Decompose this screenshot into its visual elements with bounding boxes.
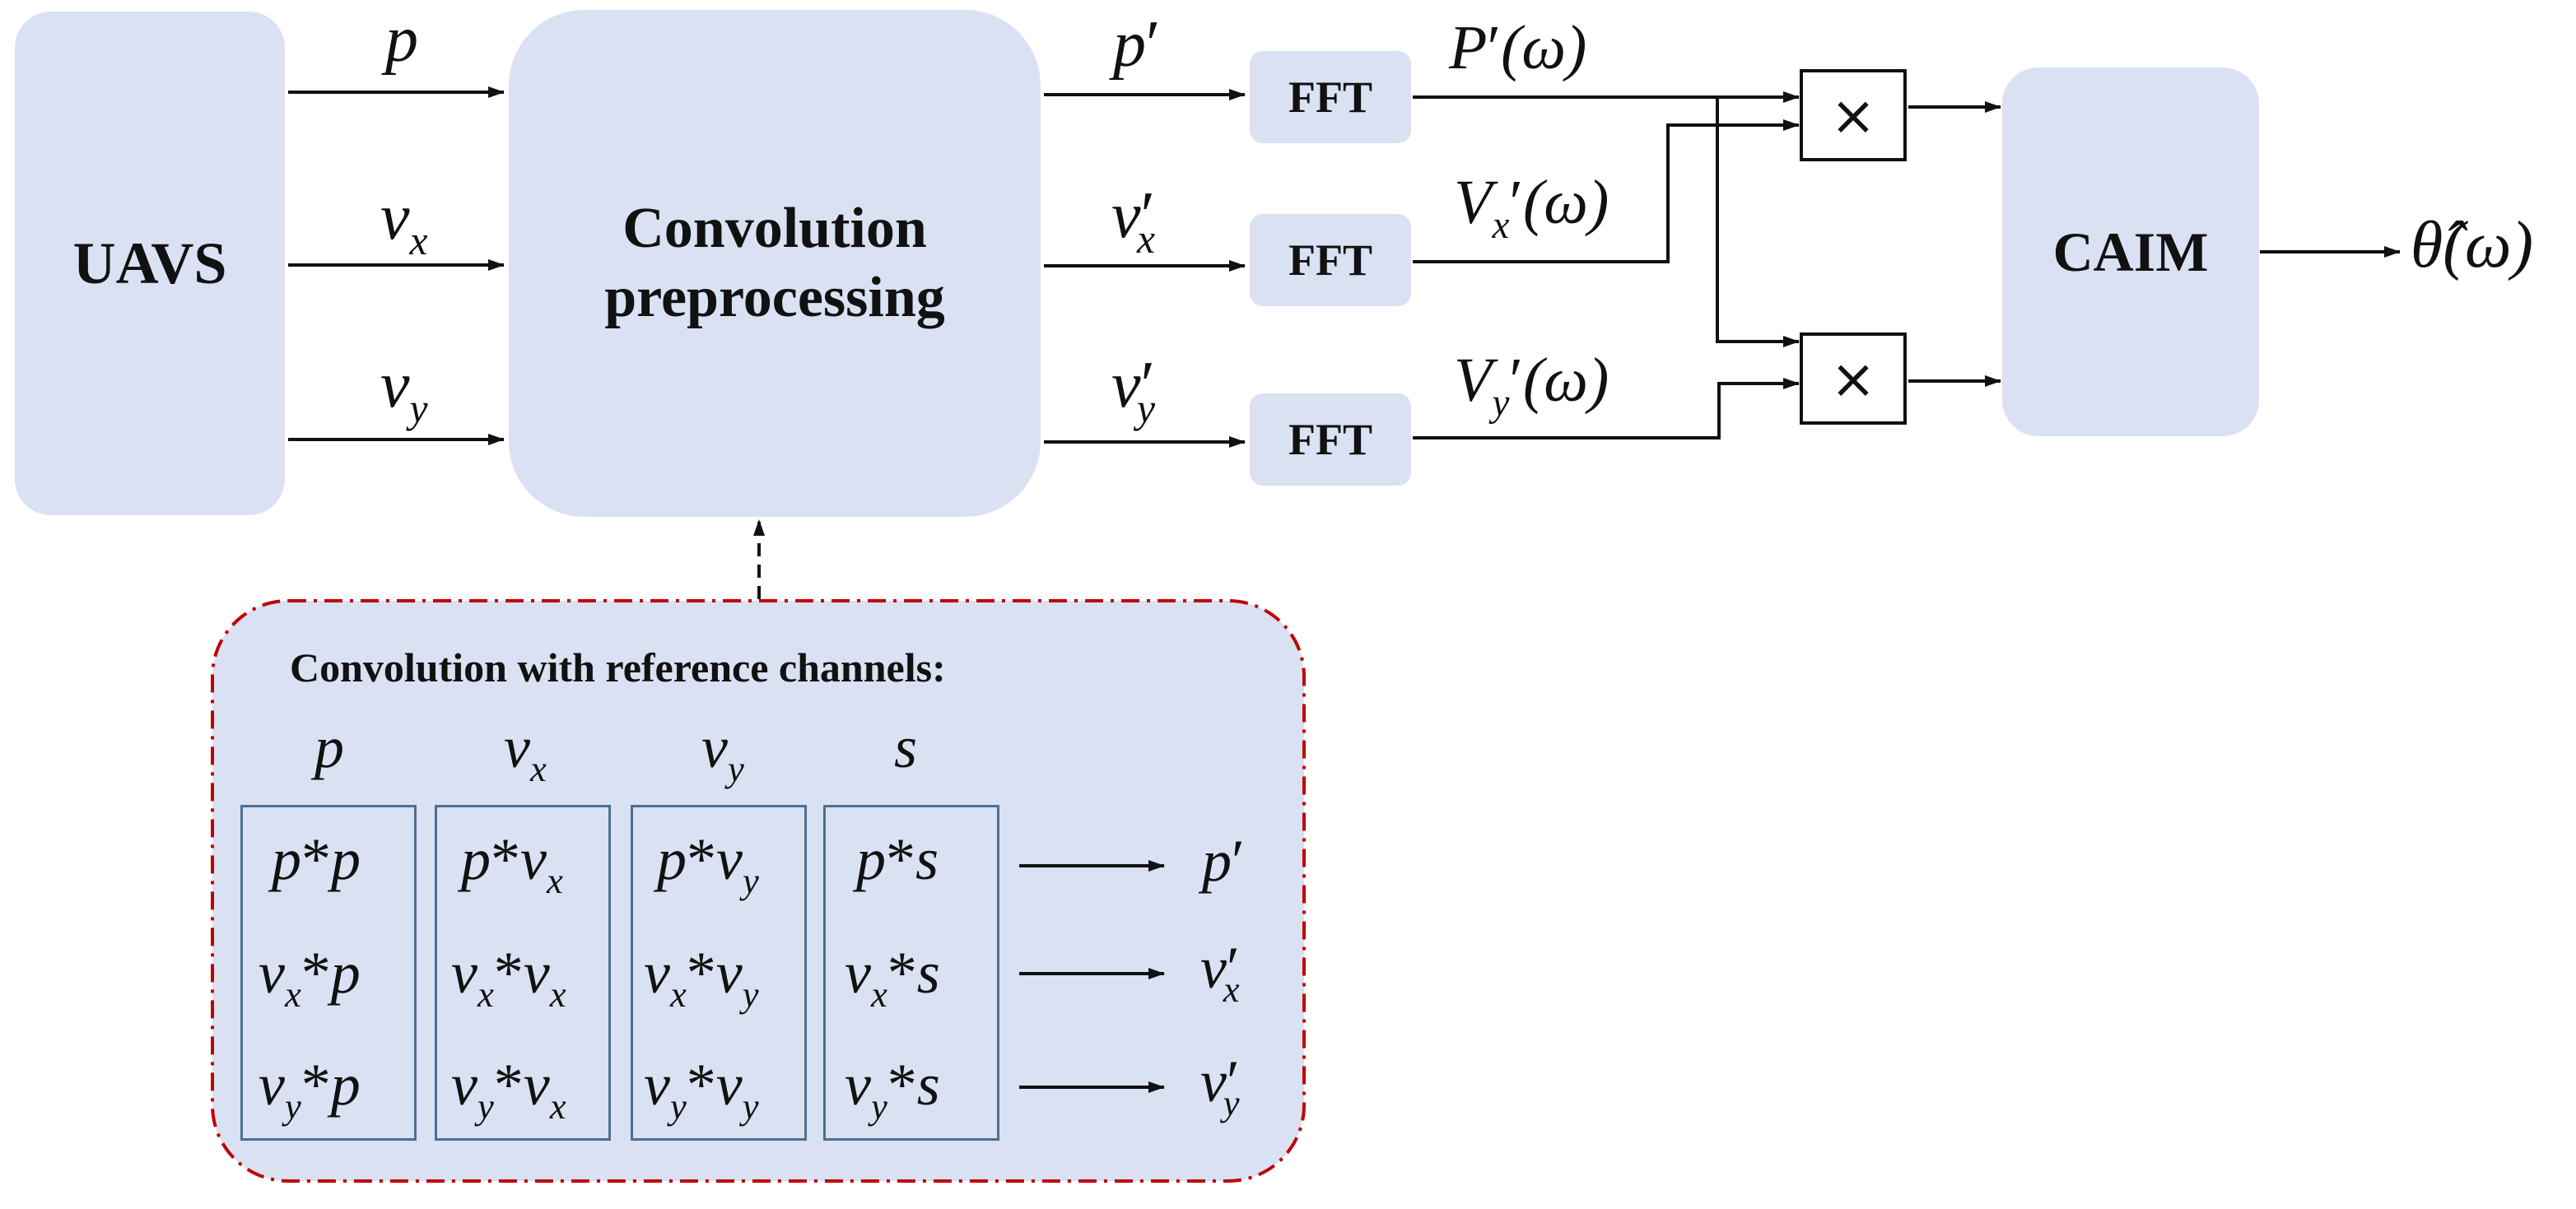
cell-vy-vx: vy*vx (451, 1052, 566, 1127)
cell-vx-vy: vx*vy (644, 940, 759, 1015)
cell-vx-p: vx*p (259, 940, 361, 1015)
fft-label: FFT (1288, 415, 1372, 464)
ref-output-vy-prime: v′y (1200, 1049, 1240, 1123)
caim-label: CAIM (2052, 220, 2209, 283)
uavs-block: UAVS (15, 12, 285, 515)
col-head-vy: vy (701, 714, 744, 789)
caim-block: CAIM (2002, 67, 2259, 436)
wire-P-to-mult2 (1716, 97, 1800, 347)
col-head-s: s (894, 714, 918, 780)
uavs-label: UAVS (72, 230, 227, 296)
signal-vx: vx (380, 181, 428, 263)
multiply-icon: × (1830, 346, 1876, 411)
fft-label: FFT (1288, 235, 1372, 285)
cell-vy-p: vy*p (259, 1052, 361, 1127)
spectrum-Vy: Vy′(ω) (1454, 346, 1609, 425)
wire-Vx-to-mult1 (1413, 119, 1800, 263)
spectrum-P: P′(ω) (1449, 13, 1587, 82)
ref-output-vx-prime: v′x (1200, 935, 1240, 1010)
signal-vy-prime: v′y (1111, 349, 1156, 431)
cell-p-s: p*s (856, 826, 939, 892)
multiplier-2: × (1800, 332, 1907, 425)
signal-p-prime: p′ (1113, 8, 1161, 81)
signal-vx-prime: v′x (1111, 179, 1156, 262)
col-head-vx: vx (504, 714, 547, 789)
wire-Vy-to-mult2 (1413, 378, 1800, 439)
convolution-label-line1: Convolution (622, 197, 927, 260)
multiply-icon: × (1830, 83, 1876, 147)
fft-block-p: FFT (1250, 51, 1411, 143)
col-head-p: p (314, 714, 344, 780)
signal-p: p (385, 3, 418, 76)
convolution-label-line2: preprocessing (604, 266, 945, 329)
cell-p-p: p*p (272, 826, 361, 892)
signal-vy: vy (380, 349, 428, 431)
ref-output-p-prime: p′ (1202, 828, 1245, 894)
convolution-preprocessing-block: Convolution preprocessing (509, 10, 1041, 517)
fft-block-vy: FFT (1250, 393, 1411, 486)
cell-vy-s: vy*s (845, 1052, 940, 1127)
fft-label: FFT (1288, 72, 1372, 122)
output-theta: θ̂(ω) (2411, 209, 2534, 281)
reference-panel-title: Convolution with reference channels: (290, 644, 946, 691)
fft-block-vx: FFT (1250, 214, 1411, 306)
ref-column-vy (631, 805, 807, 1141)
ref-column-p (240, 805, 417, 1141)
ref-column-s (823, 805, 999, 1141)
cell-vy-vy: vy*vy (644, 1052, 759, 1127)
cell-p-vy: p*vy (657, 826, 759, 901)
ref-column-vx (435, 805, 611, 1141)
spectrum-Vx: Vx′(ω) (1454, 168, 1609, 247)
cell-p-vx: p*vx (461, 826, 563, 901)
cell-vx-vx: vx*vx (451, 940, 566, 1015)
multiplier-1: × (1800, 69, 1907, 161)
cell-vx-s: vx*s (845, 940, 940, 1015)
